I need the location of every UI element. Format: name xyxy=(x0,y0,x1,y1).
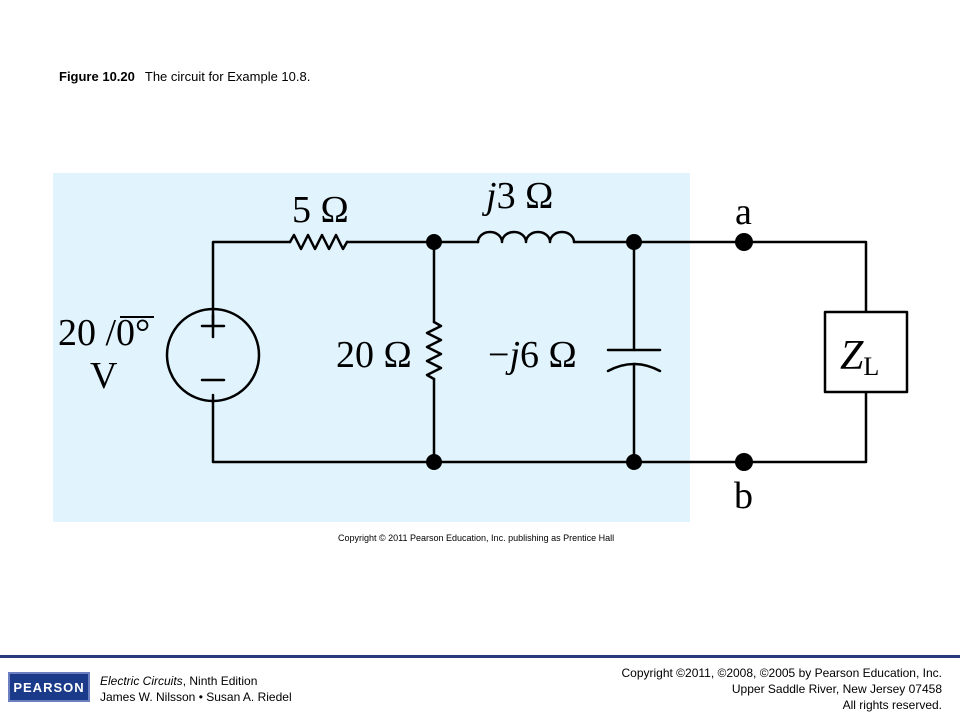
figure-label: Figure 10.20 xyxy=(59,69,135,84)
capacitor-value: 6 Ω xyxy=(520,334,577,376)
load-impedance-box xyxy=(823,310,909,394)
address-line: Upper Saddle River, New Jersey 07458 xyxy=(731,682,942,696)
voltage-source xyxy=(165,307,261,403)
highlight-region xyxy=(53,173,690,522)
load-subscript: L xyxy=(863,352,879,381)
inductor-j3-ohm xyxy=(476,230,576,244)
publisher-info: Copyright ©2011, ©2008, ©2005 by Pearson… xyxy=(621,665,942,713)
capacitor-label: −j6 Ω xyxy=(488,334,577,376)
terminal-a-dot xyxy=(735,233,753,251)
node-top-left xyxy=(426,234,442,250)
node-top-right xyxy=(626,234,642,250)
capacitor-sign: − xyxy=(488,334,509,376)
book-authors: James W. Nilsson • Susan A. Riedel xyxy=(100,690,292,704)
wire-source-bottom xyxy=(211,390,868,464)
figure-caption: Figure 10.20 The circuit for Example 10.8… xyxy=(59,69,310,84)
terminal-b-dot xyxy=(735,453,753,471)
book-title: Electric Circuits xyxy=(100,674,183,688)
pearson-logo: PEARSON xyxy=(8,672,90,702)
copyright-line: Copyright ©2011, ©2008, ©2005 by Pearson… xyxy=(621,666,942,680)
resistor-5-ohm xyxy=(288,233,349,251)
wire-top-right xyxy=(572,240,868,314)
terminal-b-label: b xyxy=(734,475,753,517)
book-info: Electric Circuits, Ninth Edition James W… xyxy=(100,673,292,705)
footer-divider xyxy=(0,655,960,658)
source-unit-label: V xyxy=(90,355,118,397)
resistor-20-ohm-label: 20 Ω xyxy=(336,334,412,376)
wire-source-top xyxy=(211,240,292,327)
figure-caption-text: The circuit for Example 10.8. xyxy=(144,69,311,84)
figure-copyright: Copyright © 2011 Pearson Education, Inc.… xyxy=(338,533,615,543)
load-z: Z xyxy=(840,333,864,379)
load-impedance-label: ZL xyxy=(840,333,879,381)
resistor-5-ohm-label: 5 Ω xyxy=(292,189,349,231)
circuit-diagram: 20 /0° V 5 Ω j3 Ω 20 Ω −j6 Ω a b ZL xyxy=(53,173,909,522)
book-title-line: Electric Circuits, Ninth Edition xyxy=(100,673,292,689)
resistor-20-ohm xyxy=(425,320,443,381)
terminal-a-label: a xyxy=(735,191,752,233)
pearson-logo-text: PEARSON xyxy=(13,679,85,695)
inductor-label: j3 Ω xyxy=(481,175,553,217)
source-value-label: 20 /0° xyxy=(58,312,150,354)
book-edition: , Ninth Edition xyxy=(182,674,258,688)
node-bottom-right xyxy=(626,454,642,470)
rights-line: All rights reserved. xyxy=(842,698,942,712)
inductor-value: 3 Ω xyxy=(497,175,554,217)
node-bottom-left xyxy=(426,454,442,470)
